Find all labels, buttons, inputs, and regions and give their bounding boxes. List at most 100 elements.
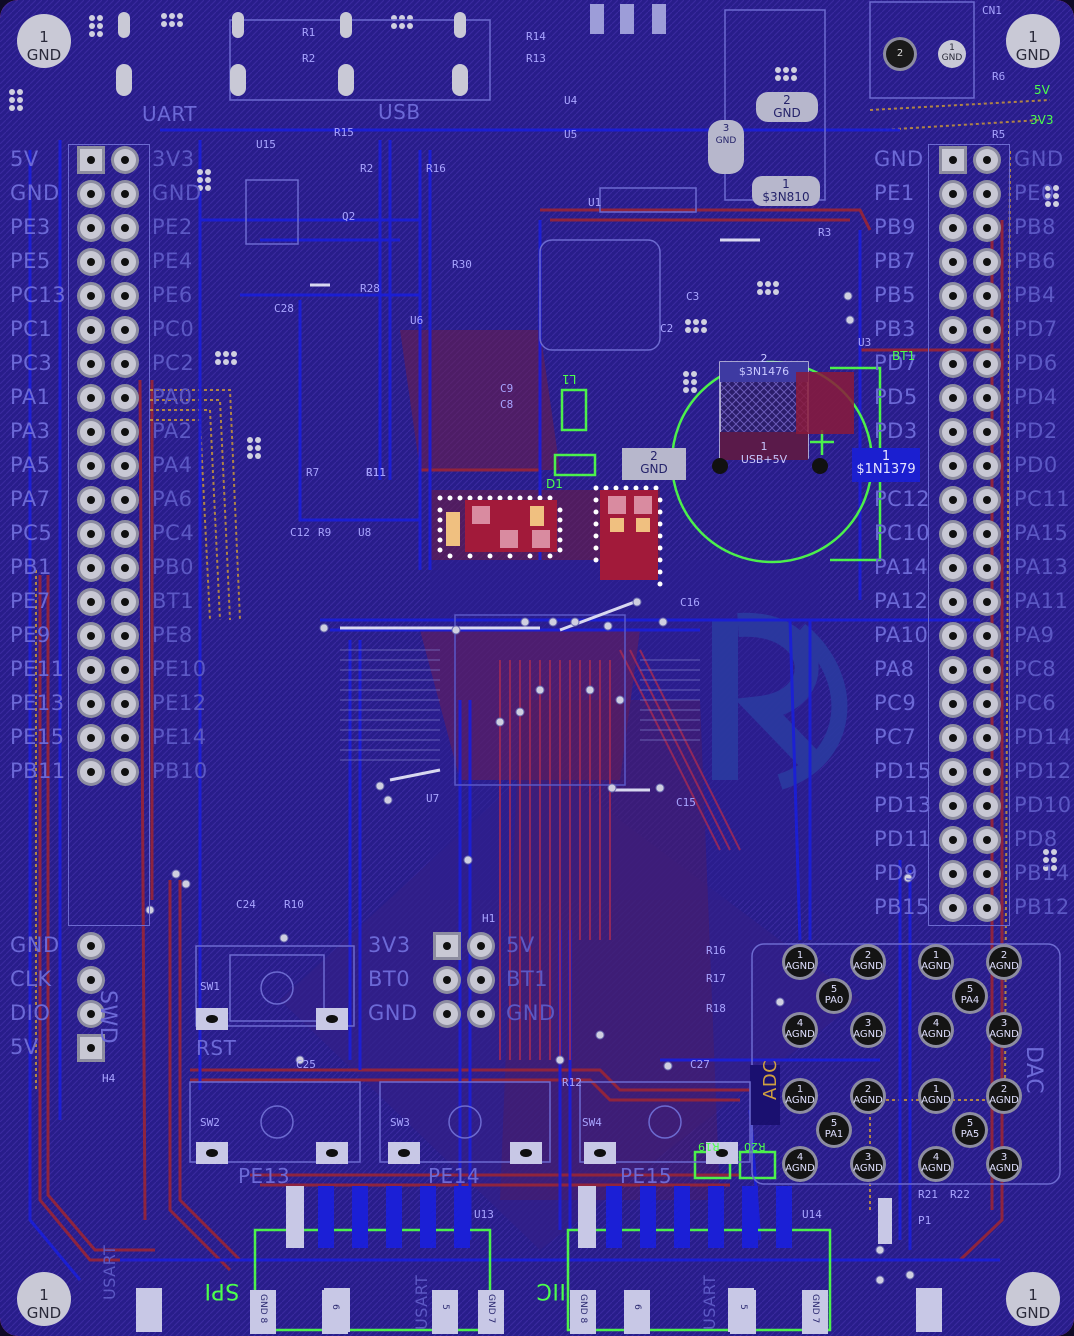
header-pin[interactable] (80, 693, 102, 715)
sw2-pad[interactable] (316, 1142, 348, 1164)
sw4-pad[interactable] (706, 1142, 738, 1164)
header-pin[interactable] (114, 625, 136, 647)
header-pin[interactable] (976, 319, 998, 341)
boot-pin[interactable] (436, 935, 458, 957)
header-pin[interactable] (976, 387, 998, 409)
boot-pin[interactable] (436, 969, 458, 991)
header-pin[interactable] (976, 523, 998, 545)
sw3-pad[interactable] (510, 1142, 542, 1164)
header-pin[interactable] (80, 387, 102, 409)
header-pin[interactable] (942, 217, 964, 239)
header-pin[interactable] (114, 319, 136, 341)
header-pin[interactable] (976, 897, 998, 919)
header-pin[interactable] (976, 829, 998, 851)
header-pin[interactable] (942, 897, 964, 919)
swd-pin[interactable] (80, 1003, 102, 1025)
header-pin[interactable] (942, 285, 964, 307)
header-pin[interactable] (976, 625, 998, 647)
header-pin[interactable] (942, 523, 964, 545)
header-pin[interactable] (942, 693, 964, 715)
header-pin[interactable] (114, 659, 136, 681)
header-pin[interactable] (114, 455, 136, 477)
header-pin[interactable] (114, 523, 136, 545)
header-pin[interactable] (114, 217, 136, 239)
header-pin[interactable] (114, 387, 136, 409)
header-pin[interactable] (80, 761, 102, 783)
header-pin[interactable] (976, 183, 998, 205)
header-pin[interactable] (976, 659, 998, 681)
header-pin[interactable] (942, 149, 964, 171)
header-pin[interactable] (942, 863, 964, 885)
header-pin[interactable] (976, 761, 998, 783)
header-pin[interactable] (976, 353, 998, 375)
header-pin[interactable] (80, 659, 102, 681)
header-pin[interactable] (942, 761, 964, 783)
boot-pin[interactable] (470, 1003, 492, 1025)
header-pin[interactable] (976, 251, 998, 273)
sw4-pad[interactable] (584, 1142, 616, 1164)
swd-pin[interactable] (80, 969, 102, 991)
header-pin[interactable] (80, 421, 102, 443)
header-pin[interactable] (80, 319, 102, 341)
header-pin[interactable] (114, 149, 136, 171)
header-pin[interactable] (114, 251, 136, 273)
header-pin[interactable] (942, 489, 964, 511)
header-pin[interactable] (114, 761, 136, 783)
header-pin[interactable] (80, 149, 102, 171)
boot-pin[interactable] (470, 935, 492, 957)
header-pin[interactable] (942, 455, 964, 477)
header-pin[interactable] (976, 795, 998, 817)
header-pin[interactable] (976, 693, 998, 715)
header-pin[interactable] (976, 149, 998, 171)
header-pin[interactable] (80, 217, 102, 239)
header-pin[interactable] (942, 659, 964, 681)
header-pin[interactable] (80, 285, 102, 307)
swd-pin[interactable] (80, 935, 102, 957)
header-pin[interactable] (80, 625, 102, 647)
header-pin[interactable] (942, 353, 964, 375)
header-pin[interactable] (942, 795, 964, 817)
header-pin[interactable] (114, 591, 136, 613)
header-pin[interactable] (80, 591, 102, 613)
header-pin[interactable] (976, 285, 998, 307)
header-pin[interactable] (942, 183, 964, 205)
header-pin[interactable] (942, 251, 964, 273)
header-pin[interactable] (114, 421, 136, 443)
header-pin[interactable] (80, 455, 102, 477)
header-pin[interactable] (976, 455, 998, 477)
header-pin[interactable] (976, 591, 998, 613)
header-pin[interactable] (942, 557, 964, 579)
header-pin[interactable] (114, 727, 136, 749)
header-pin[interactable] (80, 489, 102, 511)
header-pin[interactable] (942, 591, 964, 613)
sw1-pad[interactable] (316, 1008, 348, 1030)
header-pin[interactable] (114, 285, 136, 307)
sw1-pad[interactable] (196, 1008, 228, 1030)
header-pin[interactable] (942, 319, 964, 341)
header-pin[interactable] (80, 727, 102, 749)
header-pin[interactable] (942, 625, 964, 647)
header-pin[interactable] (976, 489, 998, 511)
header-pin[interactable] (80, 523, 102, 545)
header-pin[interactable] (80, 183, 102, 205)
header-pin[interactable] (942, 727, 964, 749)
boot-pin[interactable] (436, 1003, 458, 1025)
header-pin[interactable] (114, 693, 136, 715)
header-pin[interactable] (114, 557, 136, 579)
header-pin[interactable] (976, 217, 998, 239)
header-pin[interactable] (114, 489, 136, 511)
sw2-pad[interactable] (196, 1142, 228, 1164)
sw3-pad[interactable] (388, 1142, 420, 1164)
swd-pin[interactable] (80, 1037, 102, 1059)
header-pin[interactable] (976, 727, 998, 749)
header-pin[interactable] (114, 183, 136, 205)
header-pin[interactable] (114, 353, 136, 375)
header-pin[interactable] (80, 251, 102, 273)
header-pin[interactable] (942, 829, 964, 851)
header-pin[interactable] (976, 421, 998, 443)
header-pin[interactable] (80, 353, 102, 375)
header-pin[interactable] (942, 387, 964, 409)
boot-pin[interactable] (470, 969, 492, 991)
header-pin[interactable] (976, 557, 998, 579)
header-pin[interactable] (942, 421, 964, 443)
